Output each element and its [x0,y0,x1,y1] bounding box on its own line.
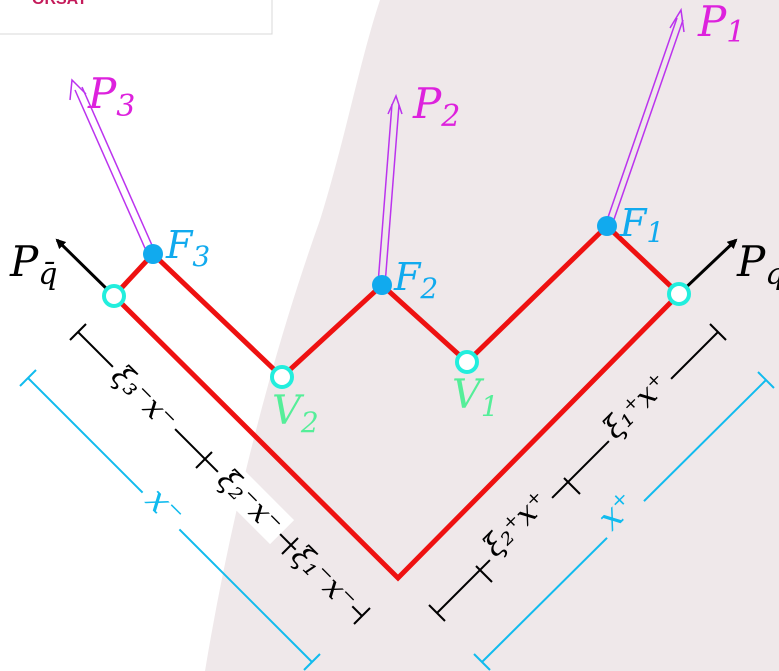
quark-arrow-q [677,238,738,296]
vertex-v2-circle [270,365,294,389]
label-p3: P3 [87,69,135,124]
vertex-v1-circle [455,350,479,374]
header-fragment: ORSAY [0,0,273,35]
header-fragment-text: ORSAY [32,0,88,8]
label-pqbar: Pq̄ [9,237,57,292]
endpoint-q-circle [667,282,691,306]
endpoint-qbar-circle [102,284,126,308]
label-f1: F1 [619,201,664,249]
photon-arrow-p2 [377,93,403,286]
breakpoint-f1-dot [597,216,617,236]
breakpoint-f2-dot [372,275,392,295]
label-f3: F3 [165,223,210,273]
photon-arrow-p1 [604,7,685,229]
measure-right-fine [428,323,727,622]
label-v2: V2 [272,388,319,439]
label-p2: P2 [412,79,460,134]
label-pq: Pq [736,237,779,292]
measure-label-x-minus: x⁻ [138,480,193,535]
photon-arrow-p3 [69,78,156,256]
label-f2: F2 [393,255,438,305]
breakpoint-f3-dot [143,244,163,264]
quark-arrow-qbar [55,238,116,298]
label-v1: V1 [452,372,499,423]
label-p1: P1 [697,0,745,50]
